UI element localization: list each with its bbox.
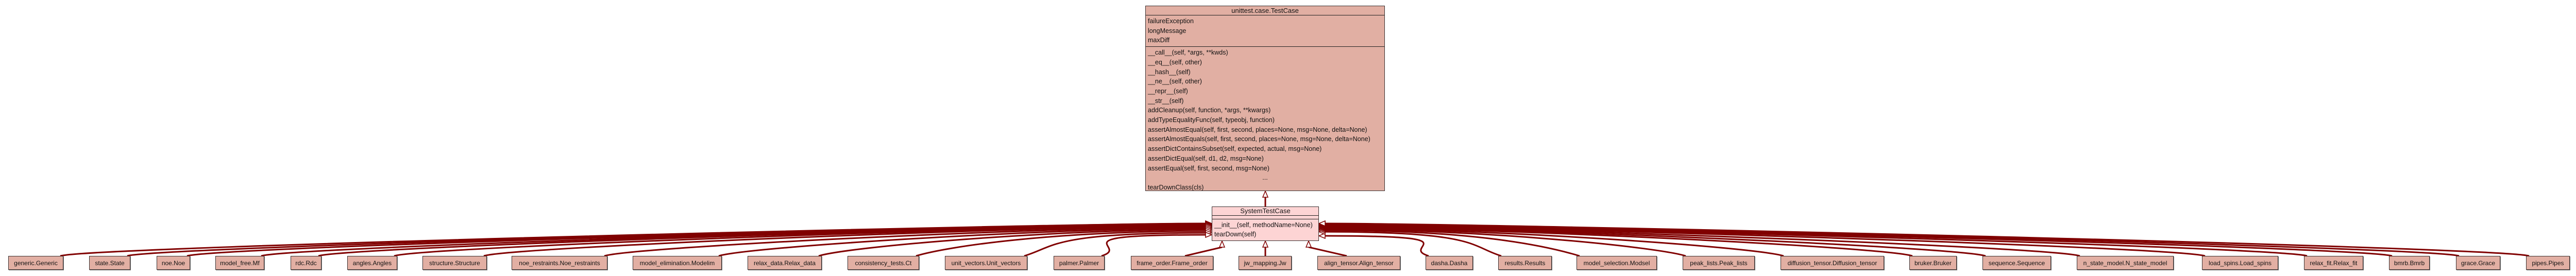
inheritance-edge <box>1325 229 1580 257</box>
attribute-item: longMessage <box>1148 27 1187 34</box>
class-title: unittest.case.TestCase <box>1146 6 1384 15</box>
class-box-subclass[interactable]: n_state_model.N_state_model <box>2077 256 2174 270</box>
method-item: addTypeEqualityFunc(self, typeobj, funct… <box>1148 116 1275 124</box>
inheritance-edge <box>60 222 1206 257</box>
method-item: __init__(self, methodName=None) <box>1214 221 1313 229</box>
hollow-arrowhead-icon <box>1305 240 1312 248</box>
class-box-subclass[interactable]: frame_order.Frame_order <box>1131 256 1213 270</box>
method-item: assertAlmostEqual(self, first, second, p… <box>1148 126 1367 133</box>
hollow-arrowhead-icon <box>1262 190 1269 198</box>
class-box-subclass[interactable]: generic.Generic <box>8 256 63 270</box>
class-box-subclass[interactable]: palmer.Palmer <box>1054 256 1105 270</box>
class-box-subclass[interactable]: noe_restraints.Noe_restraints <box>512 256 607 270</box>
hollow-arrowhead-icon <box>1218 240 1226 248</box>
class-box-subclass[interactable]: rdc.Rdc <box>291 256 321 270</box>
class-box-subclass[interactable]: noe.Noe <box>157 256 190 270</box>
inheritance-edge <box>718 227 1206 257</box>
attributes-section <box>1212 216 1318 219</box>
method-item: tearDown(self) <box>1214 231 1257 238</box>
class-box-subclass[interactable]: model_free.Mf <box>215 256 264 270</box>
class-box-subclass[interactable]: sequence.Sequence <box>1982 256 2051 270</box>
class-box-subclass[interactable]: align_tensor.Align_tensor <box>1317 256 1400 270</box>
class-box-testcase[interactable]: unittest.case.TestCase failureException l… <box>1145 6 1385 191</box>
method-item: __eq__(self, other) <box>1148 58 1202 66</box>
method-item: assertEqual(self, first, second, msg=Non… <box>1148 164 1269 172</box>
inheritance-edge <box>483 225 1206 257</box>
inheritance-edge <box>604 226 1206 257</box>
method-item: __call__(self, *args, **kwds) <box>1148 49 1228 57</box>
inheritance-edge <box>1184 246 1223 257</box>
class-box-subclass[interactable]: unit_vectors.Unit_vectors <box>945 256 1027 270</box>
hollow-arrowhead-icon <box>1318 220 1326 227</box>
method-item: __repr__(self) <box>1148 87 1188 95</box>
class-box-subclass[interactable]: model_elimination.Modelim <box>633 256 722 270</box>
class-box-systemtestcase[interactable]: SystemTestCase __init__(self, methodName… <box>1212 206 1319 241</box>
class-box-subclass[interactable]: jw_mapping.Jw <box>1239 256 1292 270</box>
attribute-item: failureException <box>1148 18 1194 25</box>
inheritance-edge <box>1325 228 1686 257</box>
class-box-subclass[interactable]: bruker.Bruker <box>1909 256 1957 270</box>
class-box-subclass[interactable]: grace.Grace <box>2456 256 2500 270</box>
hollow-arrowhead-icon <box>1262 240 1269 248</box>
class-box-subclass[interactable]: model_selection.Modsel <box>1577 256 1657 270</box>
class-box-subclass[interactable]: peak_lists.Peak_lists <box>1683 256 1755 270</box>
method-item: ... <box>1262 174 1268 182</box>
hollow-arrowhead-icon <box>1318 232 1326 239</box>
method-item: __ne__(self, other) <box>1148 78 1202 85</box>
hollow-arrowhead-icon <box>1205 231 1213 238</box>
class-box-subclass[interactable]: results.Results <box>1498 256 1552 270</box>
method-item: tearDownClass(cls) <box>1148 183 1204 191</box>
class-box-subclass[interactable]: state.State <box>89 256 130 270</box>
inheritance-edge <box>1325 227 1913 257</box>
class-box-subclass[interactable]: load_spins.Load_spins <box>2202 256 2278 270</box>
inheritance-edge <box>1308 246 1347 257</box>
inheritance-edge <box>1024 232 1206 257</box>
inheritance-edge <box>1325 235 1429 257</box>
method-item: assertAlmostEquals(self, first, second, … <box>1148 135 1370 143</box>
class-title: SystemTestCase <box>1212 207 1318 216</box>
inheritance-edge <box>1325 231 1502 257</box>
class-box-subclass[interactable]: angles.Angles <box>347 256 397 270</box>
inheritance-edge <box>1325 227 1784 257</box>
method-item: addCleanup(self, function, *args, **kwar… <box>1148 107 1271 114</box>
attributes-section: failureException longMessage maxDiff <box>1146 15 1384 47</box>
inheritance-edge <box>1101 234 1206 257</box>
method-item: assertDictEqual(self, d1, d2, msg=None) <box>1148 154 1264 162</box>
inheritance-edge <box>916 230 1206 257</box>
attribute-item: maxDiff <box>1148 37 1170 44</box>
class-box-subclass[interactable]: relax_data.Relax_data <box>748 256 822 270</box>
class-box-subclass[interactable]: bmrb.Bmrb <box>2389 256 2430 270</box>
method-item: __str__(self) <box>1148 97 1184 105</box>
methods-section: __init__(self, methodName=None) tearDown(… <box>1212 219 1318 240</box>
inheritance-edge <box>818 229 1206 257</box>
methods-section: __call__(self, *args, **kwds)__eq__(self… <box>1146 47 1384 194</box>
class-box-subclass[interactable]: dasha.Dasha <box>1426 256 1473 270</box>
class-box-subclass[interactable]: consistency_tests.Ct <box>848 256 919 270</box>
class-box-subclass[interactable]: structure.Structure <box>422 256 487 270</box>
class-box-subclass[interactable]: relax_fit.Relax_fit <box>2304 256 2363 270</box>
method-item: __hash__(self) <box>1148 68 1191 76</box>
method-item: assertDictContainsSubset(self, expected,… <box>1148 145 1322 153</box>
class-box-subclass[interactable]: diffusion_tensor.Diffusion_tensor <box>1781 256 1884 270</box>
class-box-subclass[interactable]: pipes.Pipes <box>2526 256 2570 270</box>
